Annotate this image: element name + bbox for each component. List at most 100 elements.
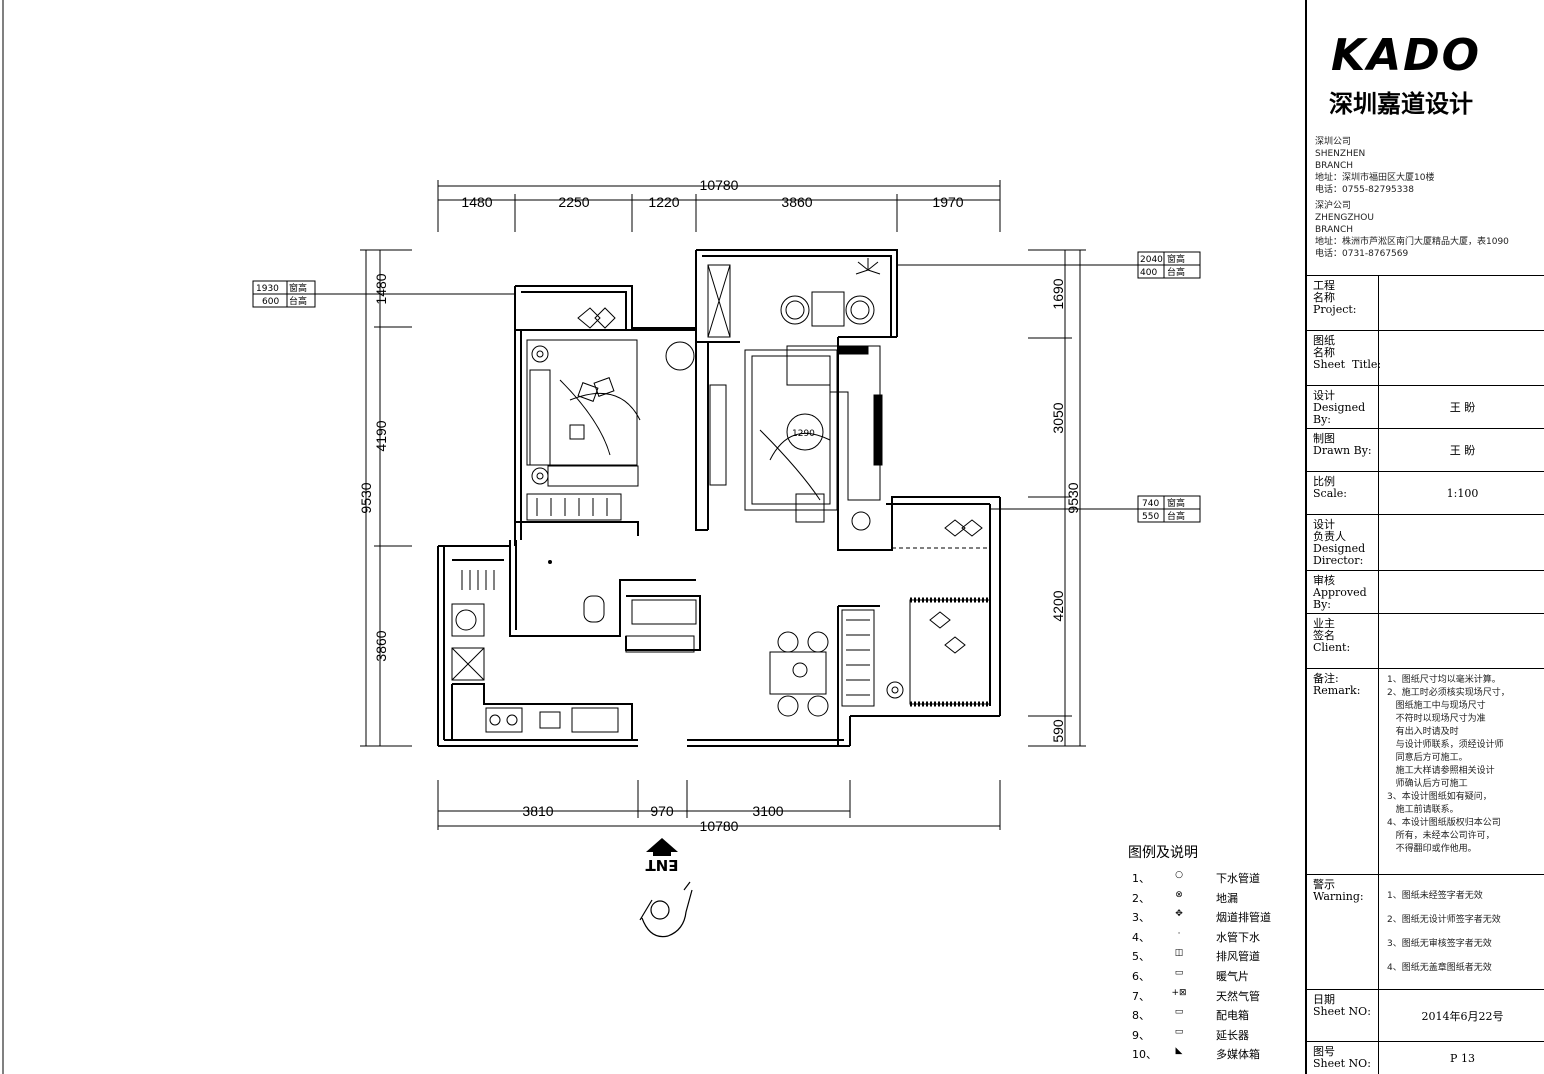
legend-symbol-icon: ▭ [1174, 967, 1184, 978]
remarks-text: 1、图纸尺寸均以毫米计算。 2、施工时必须核实现场尺寸， 图纸施工中与现场尺寸 … [1387, 675, 1510, 854]
window-tag-left: 1930 窗高 600 台高 [252, 280, 515, 308]
dim-bottom-3: 3100 [752, 803, 783, 819]
title-block-row: 图纸 名称 Sheet Title: [1307, 330, 1544, 385]
dim-right-total: 9530 [1065, 482, 1081, 513]
legend-symbol-icon: ▭ [1174, 1007, 1184, 1018]
title-block-row-label: 业主 签名 Client: [1307, 614, 1379, 668]
coffee-table-label: 1290 [792, 429, 815, 439]
dim-left-1: 1480 [373, 273, 389, 304]
legend-item: 4、 · 水管下水 [1128, 929, 1298, 949]
legend-item-label: 烟道排管道 [1216, 911, 1271, 925]
title-block-row-label: 图纸 名称 Sheet Title: [1307, 331, 1381, 385]
legend-item-number: 3、 [1132, 911, 1150, 925]
dim-left-2: 4190 [373, 420, 389, 451]
dim-left-3: 3860 [373, 630, 389, 661]
window-tag-left-sill-b: 600 [262, 297, 279, 307]
legend-title: 图例及说明 [1128, 845, 1198, 861]
title-block-row-label: 备注: Remark: [1307, 669, 1379, 874]
legend-item: 8、 ▭ 配电箱 [1128, 1007, 1298, 1027]
title-block-row: 审核 Approved By: [1307, 570, 1544, 613]
title-block-row: 业主 签名 Client: [1307, 613, 1544, 668]
company-name: 深圳嘉道设计 [1329, 90, 1473, 118]
legend-item: 10、 ◣ 多媒体箱 [1128, 1046, 1298, 1066]
legend-symbol-icon: ◫ [1174, 948, 1184, 959]
title-block: KADO 深圳嘉道设计 深圳公司 SHENZHEN BRANCH 地址：深圳市福… [1305, 0, 1544, 1074]
legend-symbol-icon: ○ [1175, 870, 1183, 880]
dim-left-total: 9530 [358, 482, 374, 513]
legend-item-number: 10、 [1132, 1048, 1157, 1062]
legend-item-label: 配电箱 [1216, 1009, 1249, 1023]
dim-bottom-1: 3810 [522, 803, 553, 819]
title-block-row: 比例 Scale: 1:100 [1307, 471, 1544, 514]
dim-top-3: 1220 [648, 194, 679, 210]
title-block-row-value [1379, 331, 1544, 385]
title-block-row-label: 制图 Drawn By: [1307, 429, 1379, 471]
dim-top-total: 10780 [700, 177, 739, 193]
title-block-row-label: 工程 名称 Project: [1307, 276, 1379, 330]
legend-item-number: 4、 [1132, 930, 1150, 944]
legend-item: 3、 ✥ 烟道排管道 [1128, 909, 1298, 929]
title-block-row-label: 审核 Approved By: [1307, 571, 1379, 613]
legend-item: 7、+⊠天然气管 [1128, 988, 1298, 1008]
title-block-row: 日期 Sheet NO:2014年6月22号 [1307, 989, 1544, 1041]
title-block-row: 制图 Drawn By:王 盼 [1307, 428, 1544, 471]
dim-top-5: 1970 [932, 194, 963, 210]
dim-right-3: 4200 [1050, 590, 1066, 621]
window-tag-mid-right: 740 窗高 550 台高 [990, 495, 1201, 523]
entrance-arrow: ENT [645, 838, 679, 874]
window-tag-left-label-a: 窗高 [289, 282, 307, 294]
legend-item-number: 5、 [1132, 950, 1150, 964]
title-block-row-value: P 13 [1450, 1051, 1475, 1065]
legend-item-number: 2、 [1132, 891, 1150, 905]
legend-symbol-icon: +⊠ [1171, 987, 1187, 998]
entrance-label: ENT [645, 856, 679, 874]
legend-item-label: 排风管道 [1216, 950, 1260, 964]
title-block-row: 工程 名称 Project: [1307, 275, 1544, 330]
title-block-row-label: 警示 Warning: [1307, 875, 1379, 989]
title-block-row-label: 图号 Sheet NO: [1307, 1042, 1379, 1074]
title-block-row: 警示 Warning: [1307, 874, 1544, 989]
window-tag-left-sill-a: 1930 [256, 284, 279, 294]
dim-right-4: 590 [1050, 719, 1066, 743]
legend-symbol-icon: · [1177, 928, 1181, 939]
person-figure-icon [639, 881, 693, 938]
legend-item-label: 多媒体箱 [1216, 1048, 1260, 1062]
title-block-row-value [1379, 515, 1544, 570]
legend-item-label: 延长器 [1216, 1028, 1249, 1042]
legend-item: 6、▭暖气片 [1128, 968, 1298, 988]
legend-item-label: 天然气管 [1216, 989, 1260, 1003]
right-dimensions [1028, 249, 1086, 747]
legend-item-number: 8、 [1132, 1009, 1150, 1023]
legend-item-label: 水管下水 [1216, 930, 1260, 944]
window-tag-tr-sill-a: 2040 [1140, 255, 1163, 265]
dim-top-2: 2250 [558, 194, 589, 210]
window-tag-left-label-b: 台高 [289, 295, 307, 307]
top-dimensions [437, 180, 1001, 232]
title-block-row-value: 1:100 [1446, 486, 1479, 500]
branch-address-2: 深沪公司 ZHENGZHOU BRANCH 地址：株洲市芦淞区南门大厦精品大厦，… [1315, 201, 1509, 259]
legend-symbol-icon: ◣ [1175, 1046, 1183, 1057]
furniture [451, 258, 991, 733]
window-tag-mr-sill-a: 740 [1142, 499, 1159, 509]
warnings-text: 1、图纸未经签字者无效 2、图纸无设计师签字者无效 3、图纸无审核签字者无效 4… [1387, 891, 1501, 973]
title-block-row: 设计 Designed By: 王 盼 [1307, 385, 1544, 428]
window-tag-tr-sill-b: 400 [1140, 268, 1157, 278]
window-tag-mr-sill-b: 550 [1142, 512, 1159, 522]
title-block-row-label: 日期 Sheet NO: [1307, 990, 1379, 1041]
left-dimensions [360, 249, 412, 747]
title-block-row: 图号 Sheet NO: P 13 [1307, 1041, 1544, 1074]
legend-item-label: 暖气片 [1216, 969, 1249, 983]
dim-bottom-total: 10780 [700, 818, 739, 834]
bottom-dimensions [437, 780, 1001, 830]
title-block-row-value [1379, 571, 1544, 613]
title-block-row-label: 比例 Scale: [1307, 472, 1379, 514]
legend-symbol-icon: ✥ [1175, 909, 1183, 920]
title-block-row-value: 王 盼 [1449, 401, 1476, 414]
window-tag-mr-label-a: 窗高 [1167, 497, 1185, 509]
legend-symbol-icon: ▭ [1174, 1026, 1184, 1037]
legend-item-number: 9、 [1132, 1028, 1150, 1042]
title-block-row-label: 设计 Designed By: [1307, 386, 1379, 428]
legend-item: 9、 ▭ 延长器 [1128, 1027, 1298, 1047]
dim-right-1: 1690 [1050, 278, 1066, 309]
